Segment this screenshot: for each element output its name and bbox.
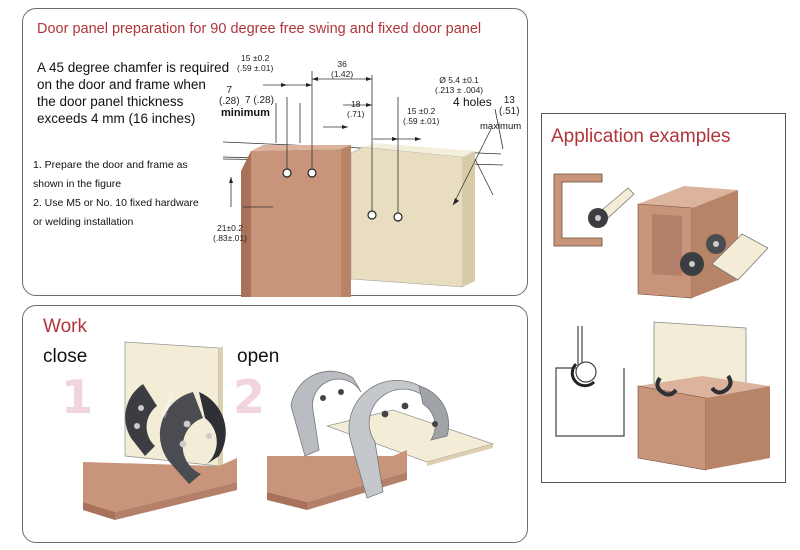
step-1-line-1: 1. Prepare the door and frame as [33,159,188,171]
chamfer-note: A 45 degree chamfer is required on the d… [37,59,229,127]
door-frame-drawing [222,71,504,297]
installation-steps: 1. Prepare the door and frame as shown i… [33,159,199,229]
work-title: Work [43,316,87,337]
applications-title: Application examples [551,126,731,147]
example-sheet-hinge [555,326,625,437]
closed-hinge-front [159,392,226,484]
holes-count: 4 holes [453,95,492,109]
step-2-line-1: 2. Use M5 or No. 10 fixed hardware [33,197,199,209]
note-line-2: on the door and frame when [37,77,206,92]
note-line-3: the door panel thickness [37,94,184,109]
preparation-title: Door panel preparation for 90 degree fre… [37,21,482,37]
preparation-panel: Door panel preparation for 90 degree fre… [22,8,528,297]
dim-7-left: 7(.28) [219,85,240,107]
example-c-frame [553,173,635,247]
frame-piece [251,149,341,297]
door-panel [350,146,464,288]
dim-7-right: 7 (.28) [245,95,274,106]
step-number-1: 1 [61,370,94,424]
dim-21: 21±0.2(.83±.01) [213,223,247,243]
closed-hinge-rear [125,384,157,456]
hinge-operation-drawing: SOUTHCO [83,341,495,520]
dim-hole-diameter: Ø 5.4 ±0.1(.213 ± .004) [435,75,484,95]
dim-36: 36(1.42) [331,59,354,79]
example-box-lid [637,186,769,299]
step-1-line-2: shown in the figure [33,178,122,190]
closed-base-frame [83,458,237,512]
open-hinge-rear [290,370,362,457]
open-label: open [237,346,280,367]
open-hinge-front [348,379,450,499]
dim-13: 13(.51) [499,95,520,117]
step-number-2: 2 [233,370,266,424]
application-drawings [553,173,770,471]
work-panel: Work close open 1 2 SOUTHCO [22,305,528,543]
applications-panel: Application examples [541,113,786,483]
dim-15-right: 15 ±0.2(.59 ±.01) [403,106,440,126]
note-line-4: exceeds 4 mm (16 inches) [37,111,196,126]
maximum-label: maximum [480,121,522,132]
close-label: close [43,346,88,367]
frame-edge [241,151,251,297]
example-box-flap [637,321,770,471]
dim-15-left: 15 ±0.2(.59 ±.01) [237,53,274,73]
note-line-1: A 45 degree chamfer is required [37,60,230,75]
minimum-label: minimum [221,107,270,119]
dim-18: 18(.71) [347,99,365,119]
step-2-line-2: or welding installation [33,216,134,228]
